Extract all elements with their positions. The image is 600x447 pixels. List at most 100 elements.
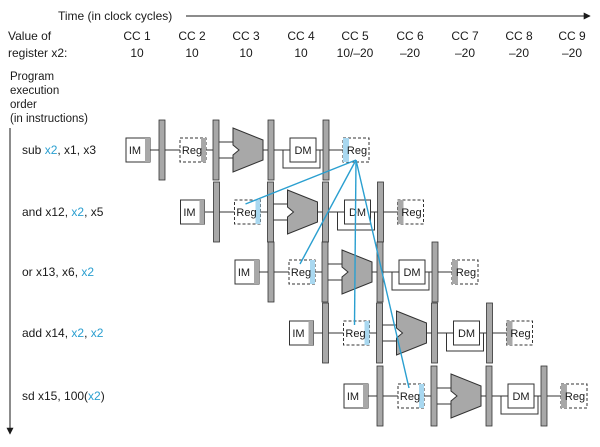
register-value: –20 [562, 46, 582, 60]
cycle-label: CC 4 [287, 29, 315, 43]
pipeline-register [376, 365, 384, 427]
value-label-line2: register x2: [8, 46, 67, 60]
register-x2-highlight: x2 [91, 326, 104, 340]
instruction-text: and x12, [22, 205, 71, 219]
register-value: 10 [294, 46, 308, 60]
reg-read-label: Reg [182, 145, 202, 157]
pipeline-row: IM Reg DM Reg [234, 241, 479, 303]
register-value: 10/–20 [337, 46, 374, 60]
pipeline-row: IM Reg DM Reg [125, 119, 370, 181]
pipeline-register [540, 365, 548, 427]
register-value: 10 [185, 46, 199, 60]
pipeline-register [377, 181, 384, 243]
register-value: –20 [400, 46, 420, 60]
alu-shape [287, 189, 318, 235]
alu-shape [450, 373, 482, 419]
pipeline-register [376, 302, 383, 364]
reg-read-label: Reg [345, 328, 365, 340]
pipeline-register [267, 181, 274, 243]
reg-write-label: Reg [347, 145, 367, 157]
im-label: IM [129, 145, 141, 157]
reg-write-label: Reg [565, 391, 585, 403]
im-label: IM [238, 267, 250, 279]
reg-read-shading [201, 138, 206, 162]
reg-write-label: Reg [456, 267, 476, 279]
dependency-lines [245, 159, 410, 389]
instruction-label: and x12, x2, x5 [22, 205, 104, 219]
im-shading [308, 321, 314, 345]
reg-write-shading [397, 200, 404, 224]
im-shading [254, 260, 259, 284]
register-x2-highlight: x2 [71, 326, 84, 340]
alu-shape [396, 310, 427, 356]
pipeline-row: IM Reg DM Reg [289, 302, 533, 364]
dm-bypass-wire [500, 396, 539, 415]
time-axis-label: Time (in clock cycles) [58, 9, 172, 23]
pipeline-row: IM Reg DM Reg [343, 365, 588, 427]
instruction-text: sd x15, 100( [22, 389, 88, 403]
dm-box [398, 259, 426, 285]
pipeline-register [158, 119, 166, 181]
dm-label: DM [458, 328, 475, 340]
dm-label: DM [512, 391, 529, 403]
dm-label: DM [403, 267, 420, 279]
cycle-label: CC 7 [451, 29, 479, 43]
instruction-label: or x13, x6, x2 [22, 265, 94, 279]
pipeline-register [486, 302, 493, 364]
register-value: 10 [239, 46, 253, 60]
reg-write-shading [561, 384, 567, 408]
cycle-label: CC 3 [232, 29, 260, 43]
value-label-line1: Value of [8, 29, 52, 43]
pipeline-register [267, 241, 275, 303]
dm-label: DM [349, 207, 366, 219]
side-label-line1: Program [10, 71, 54, 83]
pipeline-register [213, 181, 220, 243]
instruction-text: add x14, [22, 326, 71, 340]
reg-write-shading [506, 321, 513, 345]
reg-write-label: Reg [510, 328, 530, 340]
dm-box [507, 383, 535, 409]
register-x2-highlight: x2 [45, 143, 58, 157]
instruction-text: , x1, x3 [57, 143, 96, 157]
reg-read-label: Reg [400, 391, 420, 403]
instruction-label: add x14, x2, x2 [22, 326, 104, 340]
cycle-label: CC 1 [123, 29, 151, 43]
reg-read-label: Reg [291, 267, 311, 279]
reg-write-shading [452, 260, 458, 284]
instruction-text: , [84, 326, 91, 340]
side-label-line4: (in instructions) [10, 113, 88, 125]
dm-label: DM [294, 145, 311, 157]
pipeline-register [431, 241, 439, 303]
reg-read-shading [419, 384, 424, 408]
pipeline-register [431, 302, 438, 364]
side-label-line3: order [10, 99, 37, 111]
register-x2-highlight: x2 [71, 205, 84, 219]
side-label-line2: execution [10, 85, 59, 97]
dm-bypass-wire [282, 150, 321, 169]
pipeline-register [321, 241, 329, 303]
register-value: –20 [509, 46, 529, 60]
dm-box [453, 320, 480, 346]
reg-read-shading [255, 200, 261, 224]
dependency-line [353, 159, 357, 326]
reg-write-shading [343, 138, 349, 162]
im-label: IM [292, 328, 304, 340]
cycle-label: CC 5 [341, 29, 369, 43]
pipeline-register [267, 119, 275, 181]
pipeline-register [485, 365, 493, 427]
register-x2-highlight: x2 [81, 265, 94, 279]
reg-read-label: Reg [236, 207, 256, 219]
reg-read-shading [310, 260, 315, 284]
cycle-label: CC 9 [558, 29, 586, 43]
register-x2-highlight: x2 [88, 389, 101, 403]
instruction-text: ) [101, 389, 105, 403]
cycle-label: CC 8 [505, 29, 533, 43]
im-label: IM [347, 391, 359, 403]
alu-shape [341, 249, 373, 295]
instruction-label: sd x15, 100(x2) [22, 389, 105, 403]
pipeline-register [212, 119, 220, 181]
